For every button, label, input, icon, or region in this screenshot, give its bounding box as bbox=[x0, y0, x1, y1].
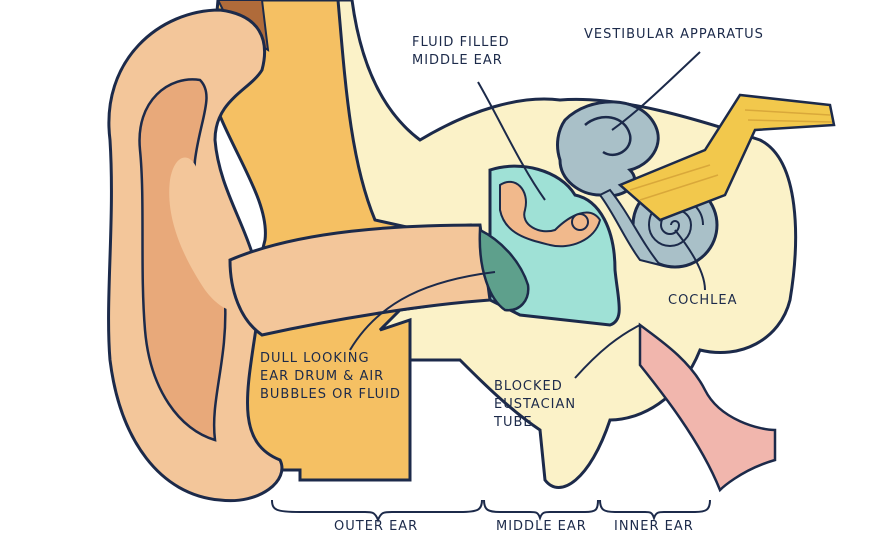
label-drum-line-1: DULL LOOKING bbox=[260, 351, 370, 366]
semicircular-canal bbox=[584, 115, 632, 157]
leader-cochlea bbox=[674, 229, 706, 291]
section-middle-ear: MIDDLE EAR bbox=[496, 519, 587, 534]
label-fluid-line-1: FLUID FILLED bbox=[412, 35, 510, 50]
brace-middle-ear bbox=[483, 499, 599, 522]
brace-outer-ear bbox=[271, 499, 483, 523]
label-eustachian-tube: BLOCKED EUSTACIAN TUBE bbox=[494, 378, 576, 432]
auditory-canal bbox=[228, 223, 492, 337]
label-cochlea: COCHLEA bbox=[668, 293, 738, 308]
leader-ear-drum bbox=[349, 271, 496, 351]
label-vestibular-apparatus: VESTIBULAR APPARATUS bbox=[584, 27, 764, 42]
label-fluid-filled-middle-ear: FLUID FILLED MIDDLE EAR bbox=[412, 34, 510, 70]
ossicles bbox=[499, 180, 602, 248]
label-fluid-line-2: MIDDLE EAR bbox=[412, 53, 503, 68]
labyrinth-body bbox=[598, 188, 663, 267]
nerve-fibers bbox=[629, 109, 833, 201]
label-drum-line-2: EAR DRUM & AIR bbox=[260, 369, 385, 384]
leader-fluid bbox=[477, 81, 546, 201]
label-drum-line-3: BUBBLES OR FLUID bbox=[260, 387, 401, 402]
label-tube-line-2: EUSTACIAN bbox=[494, 397, 577, 412]
eustachian-tube bbox=[638, 322, 777, 493]
section-outer-ear: OUTER EAR bbox=[334, 519, 419, 534]
brace-inner-ear bbox=[599, 499, 711, 522]
label-tube-line-1: BLOCKED bbox=[494, 379, 563, 394]
section-inner-ear: INNER EAR bbox=[614, 519, 694, 534]
label-ear-drum: DULL LOOKING EAR DRUM & AIR BUBBLES OR F… bbox=[260, 350, 401, 404]
leader-vestibular bbox=[611, 51, 701, 131]
pinna-inner-fold bbox=[138, 78, 227, 442]
label-tube-line-3: TUBE bbox=[494, 415, 533, 430]
stapes-ring bbox=[571, 213, 589, 231]
ear-drum bbox=[478, 228, 530, 312]
leader-eustachian bbox=[574, 324, 641, 379]
